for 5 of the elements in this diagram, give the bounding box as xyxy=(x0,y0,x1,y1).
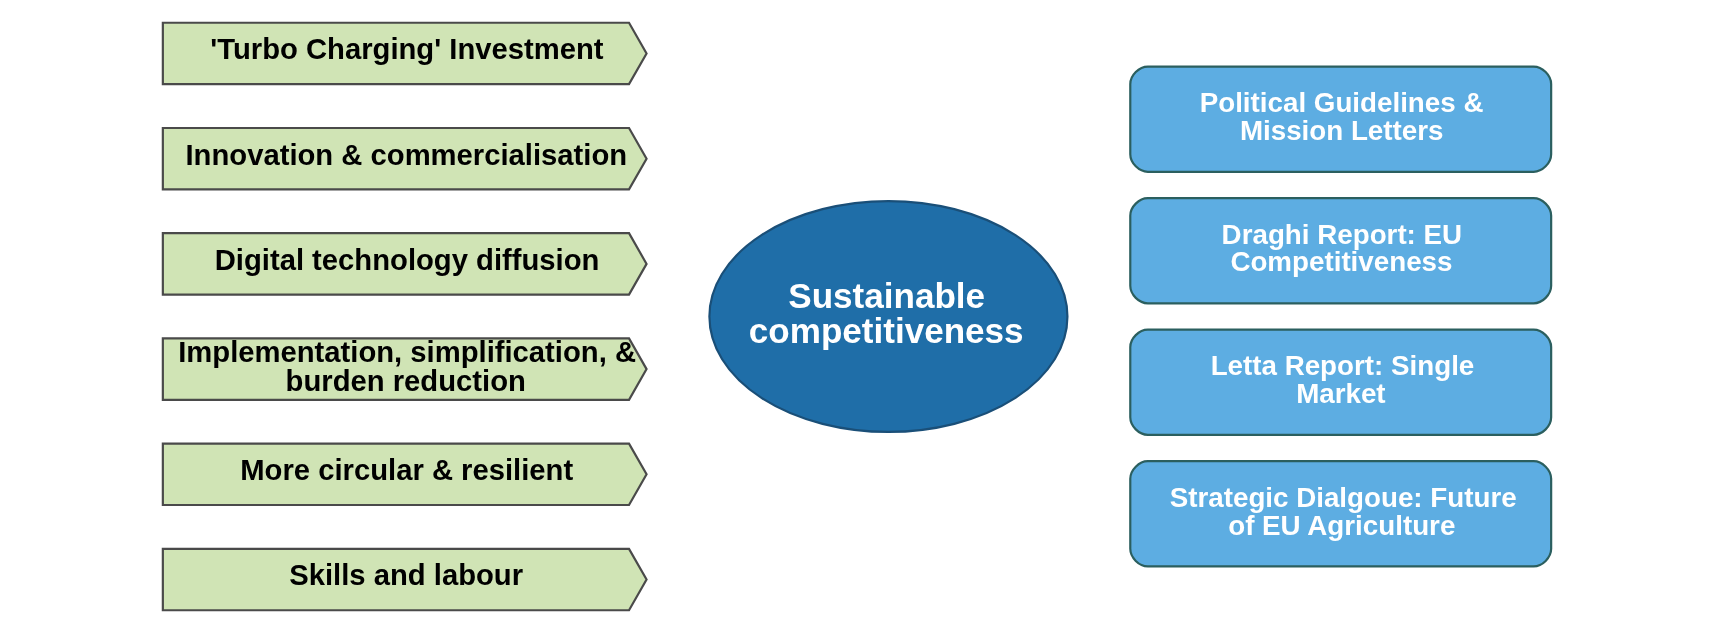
node-box: Draghi Report: EU Competitiveness xyxy=(1128,197,1552,305)
node-box: Political Guidelines & Mission Letters xyxy=(1128,65,1552,173)
node-box: Letta Report: Single Market xyxy=(1128,328,1552,436)
node-box: Strategic Dialgoue: Future of EU Agriculture xyxy=(1128,460,1552,568)
node-ellipse: Sustainable competitiveness xyxy=(707,199,1069,434)
